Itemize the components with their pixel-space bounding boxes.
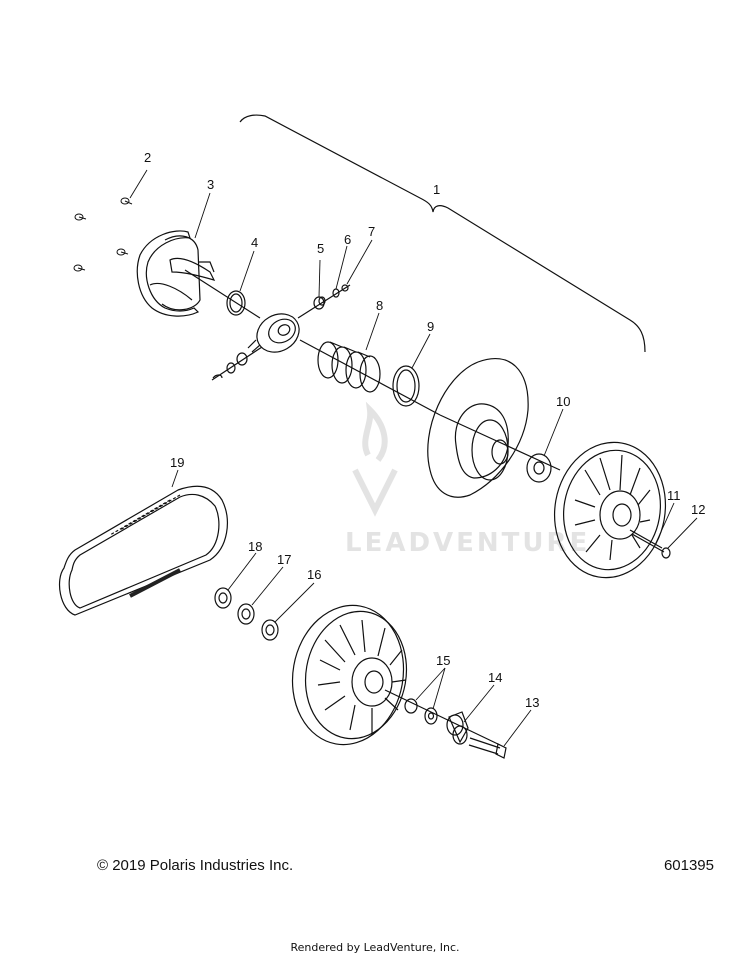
callout-17: 17 — [277, 552, 291, 567]
leadventure-watermark: LEADVENTURE — [345, 528, 591, 558]
callout-10: 10 — [556, 394, 570, 409]
leader-lines — [129, 169, 698, 747]
callout-4: 4 — [251, 235, 258, 250]
washer-stack — [211, 346, 263, 381]
callout-2: 2 — [144, 150, 151, 165]
callout-16: 16 — [307, 567, 321, 582]
clutch-spring — [317, 341, 381, 393]
callout-7: 7 — [368, 224, 375, 239]
moveable-sheave-upper — [553, 441, 667, 579]
retaining-hardware — [404, 698, 507, 759]
callout-5: 5 — [317, 241, 324, 256]
assembly-bracket — [239, 114, 646, 353]
callout-1: 1 — [433, 182, 440, 197]
callout-18: 18 — [248, 539, 262, 554]
diagram-number: 601395 — [663, 857, 714, 874]
stationary-sheave — [427, 357, 561, 498]
thrust-washer — [526, 453, 552, 483]
copyright-notice: © 2019 Polaris Industries Inc. — [97, 857, 294, 874]
screw-group — [73, 197, 133, 272]
bushing-stack — [297, 284, 351, 319]
callout-12: 12 — [691, 502, 705, 517]
bolt-and-nut — [629, 529, 671, 559]
callout-11: 11 — [667, 488, 681, 503]
callout-6: 6 — [344, 232, 351, 247]
callout-9: 9 — [427, 319, 434, 334]
leadventure-logo-mark — [352, 401, 398, 517]
callout-labels: 1 2 3 4 5 6 7 8 9 10 11 12 13 14 15 16 1… — [144, 150, 705, 710]
drive-belt — [58, 485, 228, 616]
snap-ring — [226, 290, 246, 316]
callout-3: 3 — [207, 177, 214, 192]
moveable-sheave-lower — [291, 604, 501, 746]
shim-washers — [214, 587, 279, 641]
seal-ring — [392, 365, 420, 407]
callout-13: 13 — [525, 695, 539, 710]
callout-19: 19 — [170, 455, 184, 470]
clutch-spider — [247, 313, 300, 353]
callout-14: 14 — [488, 670, 502, 685]
callout-15: 15 — [436, 653, 450, 668]
rendered-by-notice: Rendered by LeadVenture, Inc. — [290, 941, 460, 954]
clutch-cover — [136, 230, 261, 319]
callout-8: 8 — [376, 298, 383, 313]
